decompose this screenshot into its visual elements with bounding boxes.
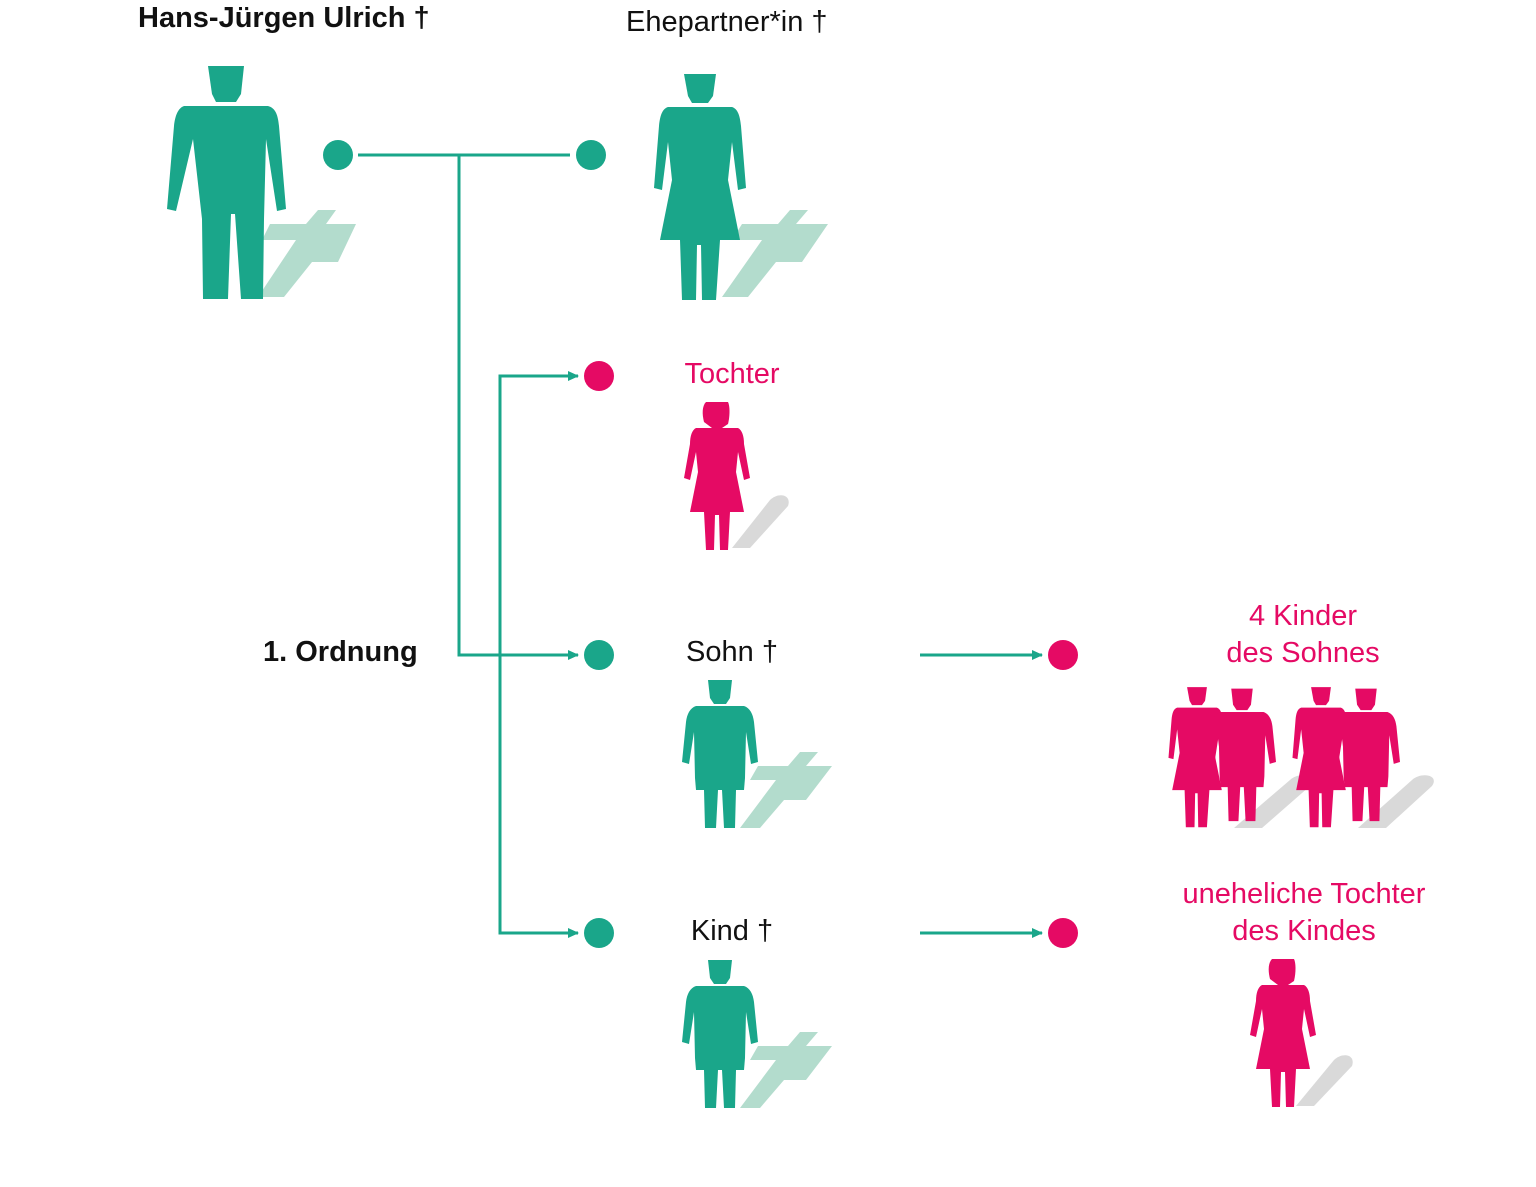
- children-group-icon: [1168, 687, 1434, 828]
- grandchild-girl-icon: [1292, 687, 1350, 828]
- label-kind: Kind †: [690, 915, 774, 947]
- label-order: 1. Ordnung: [263, 636, 418, 668]
- dot-enkel-sohn: [1048, 640, 1078, 670]
- label-sohn: Sohn †: [686, 636, 778, 668]
- connector-lines: [358, 153, 1043, 938]
- dot-erblasser: [323, 140, 353, 170]
- dot-kind: [584, 918, 614, 948]
- label-enkel-kind-line2: des Kindes: [1232, 915, 1376, 947]
- label-erblasser: Hans-Jürgen Ulrich †: [138, 2, 430, 34]
- dot-enkel-kind: [1048, 918, 1078, 948]
- dot-tochter: [584, 361, 614, 391]
- boy-icon: [682, 960, 832, 1108]
- dot-ehepartner: [576, 140, 606, 170]
- grandchild-girl-icon: [1168, 687, 1226, 828]
- cross-shadow-icon: [722, 210, 828, 297]
- label-ehepartner: Ehepartner*in †: [626, 6, 828, 38]
- girl-icon: [1250, 959, 1353, 1107]
- label-enkel-sohn-line2: des Sohnes: [1226, 637, 1380, 669]
- cross-shadow-icon: [258, 210, 356, 297]
- label-enkel-sohn-line1: 4 Kinder: [1248, 600, 1357, 632]
- man-icon: [167, 66, 356, 299]
- label-tochter: Tochter: [684, 358, 780, 390]
- dot-sohn: [584, 640, 614, 670]
- label-enkel-kind-line1: uneheliche Tochter: [1182, 878, 1426, 910]
- line-to-sohn: [457, 155, 579, 660]
- cross-shadow-icon: [740, 1032, 832, 1108]
- girl-icon: [684, 402, 789, 550]
- cross-shadow-icon: [740, 752, 832, 828]
- boy-icon: [682, 680, 832, 828]
- shadow-icon: [732, 495, 789, 548]
- shadow-icon: [1296, 1055, 1353, 1106]
- woman-icon: [654, 74, 828, 300]
